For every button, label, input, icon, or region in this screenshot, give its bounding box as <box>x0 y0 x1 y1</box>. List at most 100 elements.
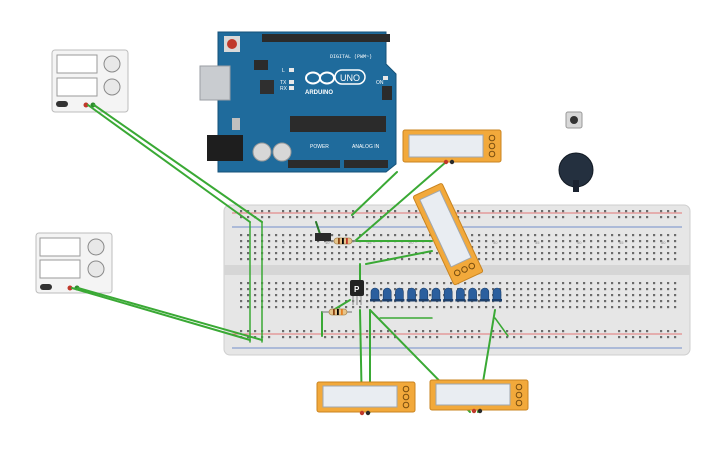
breadboard-hole[interactable] <box>471 240 474 243</box>
breadboard-hole[interactable] <box>387 282 390 285</box>
breadboard-hole[interactable] <box>674 246 677 249</box>
breadboard-hole[interactable] <box>527 300 530 303</box>
breadboard-hole[interactable] <box>282 306 285 309</box>
power-switch[interactable] <box>40 284 52 290</box>
breadboard-hole[interactable] <box>632 330 635 333</box>
breadboard-hole[interactable] <box>499 282 502 285</box>
breadboard-hole[interactable] <box>646 336 649 339</box>
breadboard-hole[interactable] <box>268 246 271 249</box>
breadboard-hole[interactable] <box>268 300 271 303</box>
breadboard-hole[interactable] <box>310 246 313 249</box>
breadboard-hole[interactable] <box>415 330 418 333</box>
breadboard-hole[interactable] <box>359 234 362 237</box>
breadboard-hole[interactable] <box>611 240 614 243</box>
breadboard-hole[interactable] <box>506 210 509 213</box>
breadboard-hole[interactable] <box>303 258 306 261</box>
breadboard-hole[interactable] <box>401 252 404 255</box>
breadboard-hole[interactable] <box>639 294 642 297</box>
breadboard-hole[interactable] <box>478 252 481 255</box>
breadboard-hole[interactable] <box>303 240 306 243</box>
breadboard-hole[interactable] <box>282 300 285 303</box>
breadboard-hole[interactable] <box>548 216 551 219</box>
breadboard-hole[interactable] <box>569 282 572 285</box>
breadboard-hole[interactable] <box>562 252 565 255</box>
breadboard-hole[interactable] <box>289 282 292 285</box>
breadboard-hole[interactable] <box>583 306 586 309</box>
breadboard-hole[interactable] <box>478 246 481 249</box>
breadboard-hole[interactable] <box>401 282 404 285</box>
breadboard-hole[interactable] <box>506 234 509 237</box>
breadboard-hole[interactable] <box>394 246 397 249</box>
multimeter-bottom-right[interactable] <box>429 379 529 414</box>
breadboard-hole[interactable] <box>618 216 621 219</box>
mode-button[interactable] <box>402 393 410 401</box>
breadboard-hole[interactable] <box>464 306 467 309</box>
breadboard-hole[interactable] <box>240 306 243 309</box>
breadboard-hole[interactable] <box>352 258 355 261</box>
breadboard-hole[interactable] <box>520 210 523 213</box>
breadboard-hole[interactable] <box>317 288 320 291</box>
breadboard-hole[interactable] <box>289 234 292 237</box>
breadboard-hole[interactable] <box>513 294 516 297</box>
breadboard-hole[interactable] <box>576 234 579 237</box>
digital-pin-header[interactable] <box>262 34 390 42</box>
breadboard-hole[interactable] <box>625 282 628 285</box>
breadboard-hole[interactable] <box>485 234 488 237</box>
breadboard-hole[interactable] <box>506 300 509 303</box>
breadboard-hole[interactable] <box>352 252 355 255</box>
led[interactable] <box>455 287 466 302</box>
breadboard-hole[interactable] <box>296 240 299 243</box>
breadboard-hole[interactable] <box>527 252 530 255</box>
breadboard-hole[interactable] <box>646 306 649 309</box>
breadboard-hole[interactable] <box>639 240 642 243</box>
breadboard-hole[interactable] <box>310 258 313 261</box>
breadboard-hole[interactable] <box>520 258 523 261</box>
breadboard-hole[interactable] <box>611 258 614 261</box>
mode-button[interactable] <box>488 142 496 150</box>
breadboard-hole[interactable] <box>359 300 362 303</box>
breadboard-hole[interactable] <box>506 252 509 255</box>
breadboard-hole[interactable] <box>429 234 432 237</box>
breadboard-hole[interactable] <box>317 282 320 285</box>
breadboard-hole[interactable] <box>282 282 285 285</box>
breadboard-hole[interactable] <box>303 330 306 333</box>
transistor[interactable]: P <box>350 280 364 305</box>
led-body[interactable] <box>456 287 465 301</box>
breadboard-hole[interactable] <box>282 258 285 261</box>
breadboard-hole[interactable] <box>436 252 439 255</box>
breadboard-hole[interactable] <box>513 216 516 219</box>
breadboard-hole[interactable] <box>247 282 250 285</box>
wire[interactable] <box>87 104 251 223</box>
breadboard-hole[interactable] <box>597 330 600 333</box>
breadboard-hole[interactable] <box>296 288 299 291</box>
breadboard-hole[interactable] <box>611 246 614 249</box>
breadboard-hole[interactable] <box>534 336 537 339</box>
breadboard-hole[interactable] <box>513 282 516 285</box>
breadboard-hole[interactable] <box>506 294 509 297</box>
breadboard-hole[interactable] <box>254 294 257 297</box>
breadboard-hole[interactable] <box>569 252 572 255</box>
breadboard-hole[interactable] <box>247 288 250 291</box>
breadboard-hole[interactable] <box>569 294 572 297</box>
breadboard-hole[interactable] <box>289 330 292 333</box>
breadboard-hole[interactable] <box>492 216 495 219</box>
breadboard-hole[interactable] <box>632 216 635 219</box>
breadboard-hole[interactable] <box>436 330 439 333</box>
breadboard-hole[interactable] <box>296 246 299 249</box>
breadboard-hole[interactable] <box>408 252 411 255</box>
breadboard-hole[interactable] <box>562 282 565 285</box>
breadboard-hole[interactable] <box>478 234 481 237</box>
breadboard-hole[interactable] <box>317 258 320 261</box>
breadboard-hole[interactable] <box>422 306 425 309</box>
breadboard-hole[interactable] <box>478 288 481 291</box>
breadboard-hole[interactable] <box>282 234 285 237</box>
arduino-uno-board[interactable]: DIGITAL (PWM~) UNO ARDUINO L TX RX ON <box>199 31 397 173</box>
breadboard-hole[interactable] <box>408 282 411 285</box>
breadboard-hole[interactable] <box>366 210 369 213</box>
breadboard-hole[interactable] <box>380 330 383 333</box>
breadboard-hole[interactable] <box>492 246 495 249</box>
breadboard-hole[interactable] <box>373 306 376 309</box>
led-body[interactable] <box>480 287 490 301</box>
breadboard-hole[interactable] <box>618 306 621 309</box>
breadboard-hole[interactable] <box>331 252 334 255</box>
